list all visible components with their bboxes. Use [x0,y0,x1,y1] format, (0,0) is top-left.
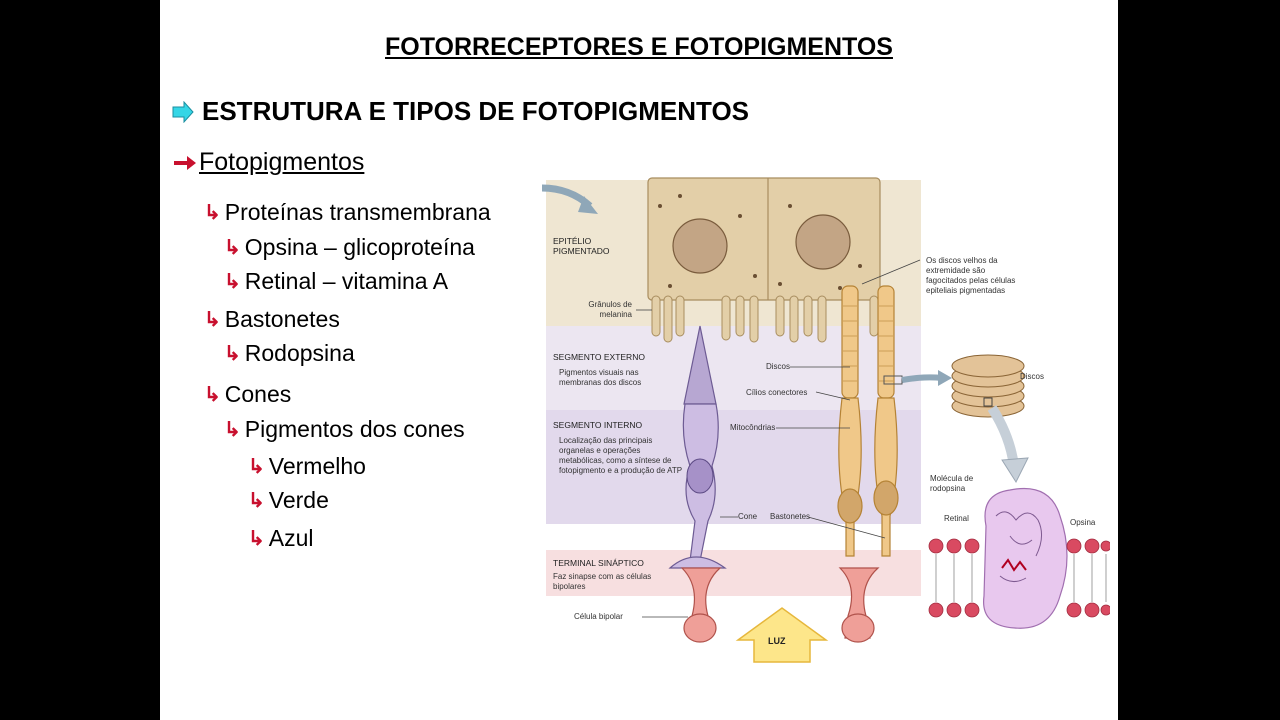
diagram-illustration [541,177,1110,663]
bullet-azul: ↳ Azul [248,525,314,552]
label-cilios: Cílios conectores [746,388,808,397]
label-bastonetes: Bastonetes [770,512,811,521]
label-celula-bipolar: Célula bipolar [574,612,623,621]
section-heading: ESTRUTURA E TIPOS DE FOTOPIGMENTOS [172,96,749,127]
slide-title: FOTORRECEPTORES E FOTOPIGMENTOS [385,33,893,61]
sub-arrow-icon: ↳ [204,384,221,406]
sub-arrow-icon: ↳ [224,237,241,259]
membrane [935,554,1107,602]
bullet-vermelho: ↳ Vermelho [248,453,366,480]
label-molecula: Molécula de rodopsina [930,474,974,493]
rhodopsin-molecule [983,487,1068,629]
heading-text: ESTRUTURA E TIPOS DE FOTOPIGMENTOS [202,96,750,126]
label-discos-right: Discos [1020,372,1045,381]
label-cone: Cone [738,512,758,521]
label-discos-velhos: Os discos velhos da extremidade são fago… [926,256,1016,295]
label-terminal-desc: Faz sinapse com as células bipolares [553,572,652,591]
bullet-text: Azul [268,525,314,551]
label-luz: LUZ [768,636,786,646]
red-arrow-icon [174,155,196,170]
label-seg-interno: SEGMENTO INTERNO [553,420,643,430]
bullet-fotopigmentos: Fotopigmentos [174,148,364,177]
nucleus-right [795,214,851,270]
bullet-text: Bastonetes [224,306,340,332]
bullet-cones: ↳ Cones [204,381,291,408]
sub-arrow-icon: ↳ [224,271,241,293]
sub-arrow-icon: ↳ [204,309,221,331]
bullet-pigmentos-cones: ↳ Pigmentos dos cones [224,416,465,443]
rod-cells [837,285,899,557]
cone-cell [668,325,727,569]
label-discos: Discos [766,362,791,371]
label-retinal: Retinal [944,514,969,523]
bullet-verde: ↳ Verde [248,487,329,514]
label-seg-interno-desc: Localização das principais organelas e o… [559,436,683,475]
bullet-text: Rodopsina [244,340,355,366]
bullet-text: Retinal – vitamina A [244,268,449,294]
label-terminal: TERMINAL SINÁPTICO [553,558,644,568]
label-seg-externo: SEGMENTO EXTERNO [553,352,645,362]
sub-arrow-icon: ↳ [224,419,241,441]
nucleus-left [672,218,728,274]
bullet-bastonetes: ↳ Bastonetes [204,306,340,333]
light-arrow [735,607,829,663]
bullet-proteinas: ↳ Proteínas transmembrana [204,199,491,226]
cyan-arrow-icon [172,100,194,123]
bullet-text: Fotopigmentos [199,148,365,176]
bullet-text: Cones [224,381,292,407]
bullet-rodopsina: ↳ Rodopsina [224,340,355,367]
photoreceptor-diagram: EPITÉLIO PIGMENTADO Grânulos de melanina… [540,176,1110,666]
label-mitocondrias: Mitocôndrias [730,423,776,432]
sub-arrow-icon: ↳ [248,490,265,512]
bullet-text: Verde [268,487,329,513]
sub-arrow-icon: ↳ [224,343,241,365]
sub-arrow-icon: ↳ [248,456,265,478]
bullet-text: Pigmentos dos cones [244,416,465,442]
label-opsina: Opsina [1070,518,1096,527]
bipolar-cells [680,567,880,643]
bullet-opsina: ↳ Opsina – glicoproteína [224,234,475,261]
bullet-text: Opsina – glicoproteína [244,234,475,260]
sub-arrow-icon: ↳ [204,202,221,224]
bullet-text: Proteínas transmembrana [224,199,491,225]
slide: FOTORRECEPTORES E FOTOPIGMENTOS ESTRUTUR… [160,0,1118,720]
bullet-text: Vermelho [268,453,366,479]
sub-arrow-icon: ↳ [248,528,265,550]
bullet-retinal: ↳ Retinal – vitamina A [224,268,448,295]
disc-stack [951,354,1025,418]
label-granulos: Grânulos de melanina [588,300,632,319]
label-epitelio: EPITÉLIO PIGMENTADO [553,236,610,256]
label-seg-externo-desc: Pigmentos visuais nas membranas dos disc… [559,368,642,387]
